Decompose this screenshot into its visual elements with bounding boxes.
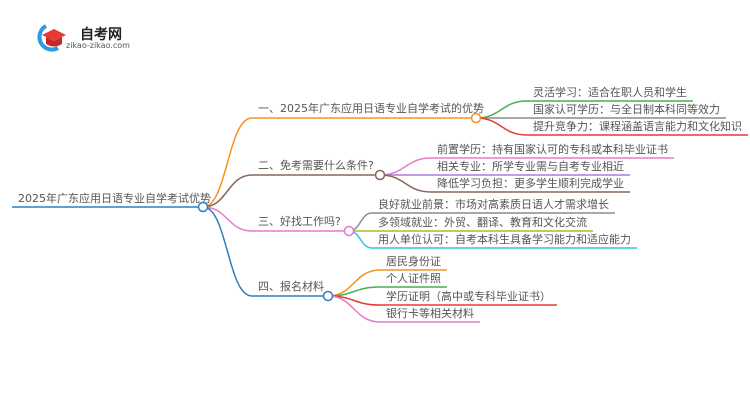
leaf-label: 个人证件照 — [386, 272, 441, 285]
root-node — [197, 201, 209, 213]
leaf-label: 良好就业前景：市场对高素质日语人才需求增长 — [378, 197, 609, 211]
branch-node — [322, 290, 334, 302]
root-label: 2025年广东应用日语专业自学考试优势 — [18, 191, 211, 205]
leaf-connector — [327, 295, 381, 323]
leaf-connector — [379, 157, 432, 176]
leaf-label: 居民身份证 — [386, 254, 441, 268]
leaf-label: 前置学历：持有国家认可的专科或本科毕业证书 — [437, 142, 668, 156]
branch-node — [470, 112, 482, 124]
leaf-label: 提升竞争力：课程涵盖语言能力和文化知识 — [533, 119, 742, 133]
logo — [30, 22, 140, 52]
leaf-connector — [475, 117, 528, 136]
branch-node — [374, 169, 386, 181]
graduation-cap-icon — [37, 24, 66, 52]
leaf-label: 银行卡等相关材料 — [386, 306, 474, 320]
leaf-label: 降低学习负担：更多学生顺利完成学业 — [437, 176, 624, 190]
branch-node — [343, 225, 355, 237]
leaf-label: 国家认可学历：与全日制本科同等效力 — [533, 102, 720, 116]
branch-connector — [202, 206, 253, 232]
branch-label: 二、免考需要什么条件? — [258, 158, 374, 172]
leaf-label: 用人单位认可：自考本科生具备学习能力和适应能力 — [378, 232, 631, 246]
branch-label: 四、报名材料 — [258, 279, 324, 293]
leaf-label: 多领域就业：外贸、翻译、教育和文化交流 — [378, 215, 587, 229]
leaf-label: 相关专业：所学专业需与自考专业相近 — [437, 159, 624, 173]
branch-connector — [202, 117, 253, 208]
logo-title: 自考网 — [80, 27, 122, 43]
leaf-label: 学历证明（高中或专科毕业证书） — [386, 289, 551, 303]
branch-connector — [202, 174, 253, 208]
branch-connector — [202, 206, 253, 297]
leaf-connector — [379, 174, 432, 193]
branch-label: 一、2025年广东应用日语专业自学考试的优势 — [258, 101, 484, 115]
logo-url: zikao-zikao.com — [66, 41, 130, 50]
leaf-label: 灵活学习：适合在职人员和学生 — [533, 85, 687, 99]
branch-label: 三、好找工作吗? — [258, 214, 341, 228]
